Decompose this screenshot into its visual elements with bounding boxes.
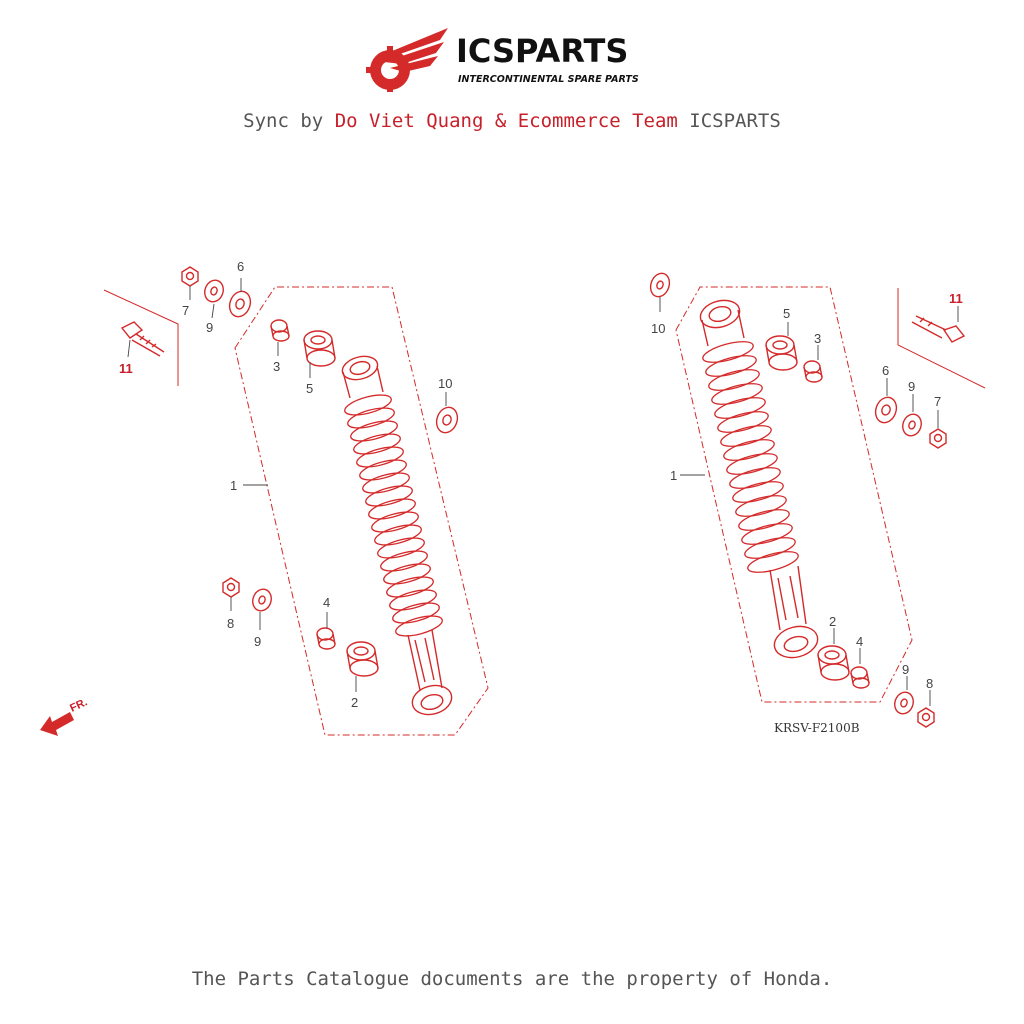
right-collar-4: [850, 666, 870, 689]
callout-2-right: 2: [829, 614, 836, 629]
front-arrow-icon: FR.: [40, 696, 89, 736]
left-frame-bracket: [103, 289, 179, 386]
right-nut-8: [917, 707, 935, 728]
sync-credit-line: Sync by Do Viet Quang & Ecommerce Team I…: [0, 110, 1024, 132]
callout-8-right: 8: [926, 676, 933, 691]
callout-1-right: 1: [670, 468, 677, 483]
left-bush-2: [346, 641, 379, 677]
right-collar-3: [803, 360, 823, 383]
left-shock-assembly: [103, 266, 489, 736]
callout-5-right: 5: [783, 306, 790, 321]
left-collar-4: [316, 627, 336, 650]
brand-name: ICSPARTS: [456, 32, 628, 70]
left-collar-3: [270, 319, 290, 342]
sync-credit: Do Viet Quang & Ecommerce Team: [334, 110, 678, 132]
left-callouts: 1 2 3 4 5 6 7 8 9 9 10 11: [119, 259, 452, 710]
right-washer-9-top: [902, 413, 922, 437]
right-frame-bracket: [897, 288, 986, 389]
callout-9-left-bottom: 9: [254, 634, 261, 649]
right-spring: [702, 341, 799, 573]
callout-7-left: 7: [182, 303, 189, 318]
right-bush-2: [817, 645, 850, 681]
left-washer-9-top: [204, 279, 224, 303]
left-bolt-11: [120, 321, 165, 357]
left-nut-7: [181, 266, 199, 287]
left-bush-5: [303, 330, 336, 367]
right-shock-assembly: [649, 272, 986, 728]
callout-9-left-top: 9: [206, 320, 213, 335]
brand-tagline: INTERCONTINENTAL SPARE PARTS: [458, 74, 639, 85]
gear-wing-icon: [366, 28, 448, 92]
callout-10-right: 10: [651, 321, 665, 336]
front-label: FR.: [68, 696, 89, 714]
parts-diagram: 1 2 3 4 5 6 7 8 9 9 10 11 FR.: [40, 259, 986, 736]
callout-4-left: 4: [323, 595, 330, 610]
sync-prefix: Sync by: [243, 110, 335, 132]
callout-10-left: 10: [438, 376, 452, 391]
left-washer-6: [228, 290, 252, 318]
callout-1-left: 1: [230, 478, 237, 493]
callout-6-left: 6: [237, 259, 244, 274]
diagram-code: KRSV-F2100B: [774, 721, 860, 735]
left-boundary: [234, 286, 489, 736]
callout-8-left: 8: [227, 616, 234, 631]
callout-7-right: 7: [934, 394, 941, 409]
footer-disclaimer: The Parts Catalogue documents are the pr…: [191, 968, 833, 990]
callout-11-left: 11: [119, 361, 133, 376]
callout-9-right-bottom: 9: [902, 662, 909, 677]
right-washer-10: [649, 272, 671, 298]
right-washer-9-bottom: [894, 691, 914, 715]
right-washer-6: [874, 396, 898, 424]
right-bush-5: [765, 335, 798, 371]
callout-3-right: 3: [814, 331, 821, 346]
left-spring: [344, 394, 443, 637]
callout-5-left: 5: [306, 381, 313, 396]
right-callouts: 1 2 3 4 5 6 7 8 9 9 10 11: [651, 291, 963, 691]
left-washer-10: [435, 406, 459, 434]
right-boundary: [675, 286, 913, 703]
callout-4-right: 4: [856, 634, 863, 649]
left-washer-9-bottom: [252, 588, 272, 612]
sync-suffix: ICSPARTS: [677, 110, 781, 132]
callout-6-right: 6: [882, 363, 889, 378]
brand-logo: ICSPARTS INTERCONTINENTAL SPARE PARTS: [366, 28, 639, 92]
callout-3-left: 3: [273, 359, 280, 374]
right-bolt-11: [911, 315, 966, 343]
right-nut-7: [929, 428, 947, 449]
callout-11-right: 11: [949, 291, 963, 306]
left-nut-8: [222, 577, 240, 598]
callout-9-right-top: 9: [908, 379, 915, 394]
callout-2-left: 2: [351, 695, 358, 710]
